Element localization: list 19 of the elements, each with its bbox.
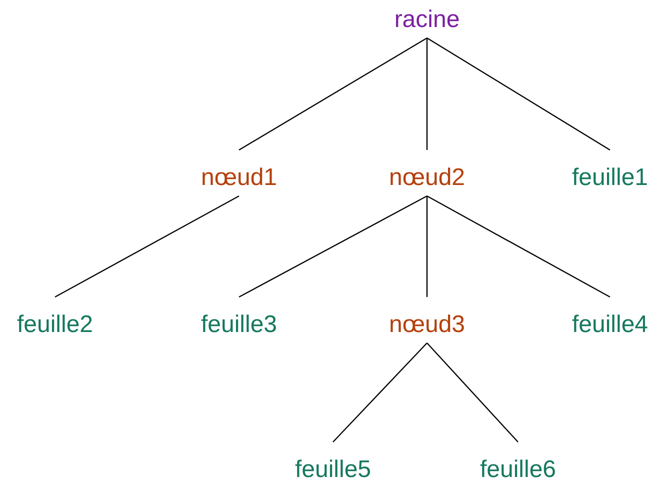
tree-branch-line <box>426 196 428 297</box>
leaf-label: feuille1 <box>572 164 648 192</box>
node-label: nœud2 <box>388 164 466 192</box>
tree-branch-line <box>426 37 610 151</box>
node-label: nœud3 <box>388 311 466 339</box>
root-label: racine <box>394 6 460 34</box>
tree-branch-line <box>426 38 428 150</box>
leaf-label: feuille2 <box>16 311 94 339</box>
tree-branch-line <box>54 195 240 298</box>
leaf-label: feuille4 <box>572 311 648 339</box>
leaf-label: feuille6 <box>480 456 556 484</box>
node-label: nœud1 <box>200 164 278 192</box>
leaf-label: feuille3 <box>200 311 278 339</box>
tree-branch-line <box>426 342 518 442</box>
leaf-label: feuille5 <box>294 456 372 484</box>
tree-branch-line <box>332 342 428 442</box>
tree-branch-line <box>238 37 428 151</box>
tree-branch-line <box>426 195 610 298</box>
tree-branch-line <box>238 195 428 298</box>
